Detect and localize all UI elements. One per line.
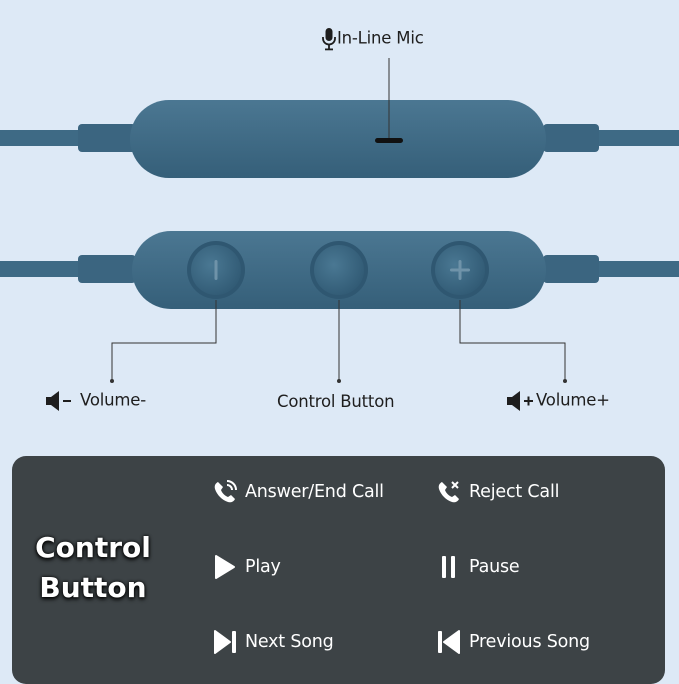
mic-label: In-Line Mic [321,27,424,51]
leader-lines [111,58,566,380]
volume-up-label: Volume+ [506,390,610,412]
function-label: Play [245,557,281,577]
pause-icon [435,553,463,581]
control-button-label: Control Button [277,392,395,411]
function-reject-call: Reject Call [435,478,559,506]
strain-relief-right-bottom [543,255,599,283]
volume-up-text: Volume+ [536,390,610,410]
speaker-minus-icon [46,391,71,411]
leader-volume-up [459,300,566,380]
mic-remote-body [130,100,546,178]
volume-down-text: Volume- [80,390,146,410]
function-label: Answer/End Call [245,482,384,502]
control-remote [0,231,679,309]
cable-right-bottom [596,261,679,277]
leader-dot-volume-down [110,379,114,383]
phone-answer-icon [211,478,239,506]
volume-down-button[interactable] [187,241,245,299]
function-label: Pause [469,557,520,577]
panel-title: Control Button [34,528,152,608]
panel-title-line2: Button [39,571,147,604]
leader-dot-control [337,379,341,383]
control-button-text: Control Button [277,392,395,411]
control-button[interactable] [310,241,368,299]
next-track-icon [211,628,239,656]
phone-reject-icon [435,478,463,506]
cable-right-top [596,130,679,146]
strain-relief-left-bottom [78,255,136,283]
strain-relief-left-top [78,124,136,152]
leader-dot-volume-up [563,379,567,383]
function-play: Play [211,553,281,581]
control-functions-panel [12,456,665,684]
function-label: Reject Call [469,482,560,502]
volume-down-label: Volume- [45,390,146,412]
function-next-song: Next Song [211,628,334,656]
function-pause: Pause [435,553,520,581]
function-label: Next Song [245,632,334,652]
speaker-plus-icon [507,391,533,411]
strain-relief-right-top [543,124,599,152]
play-icon [211,553,239,581]
cable-left-bottom [0,261,80,277]
microphone-icon [322,28,336,51]
previous-track-icon [435,628,463,656]
mic-label-text: In-Line Mic [337,28,424,48]
function-previous-song: Previous Song [435,628,590,656]
mic-hole [375,138,403,143]
leader-volume-down [111,300,217,380]
function-label: Previous Song [469,632,590,652]
function-answer-end-call: Answer/End Call [211,478,384,506]
volume-up-button[interactable] [431,241,489,299]
cable-left-top [0,130,80,146]
mic-remote [0,100,679,178]
panel-title-line1: Control [35,531,151,564]
